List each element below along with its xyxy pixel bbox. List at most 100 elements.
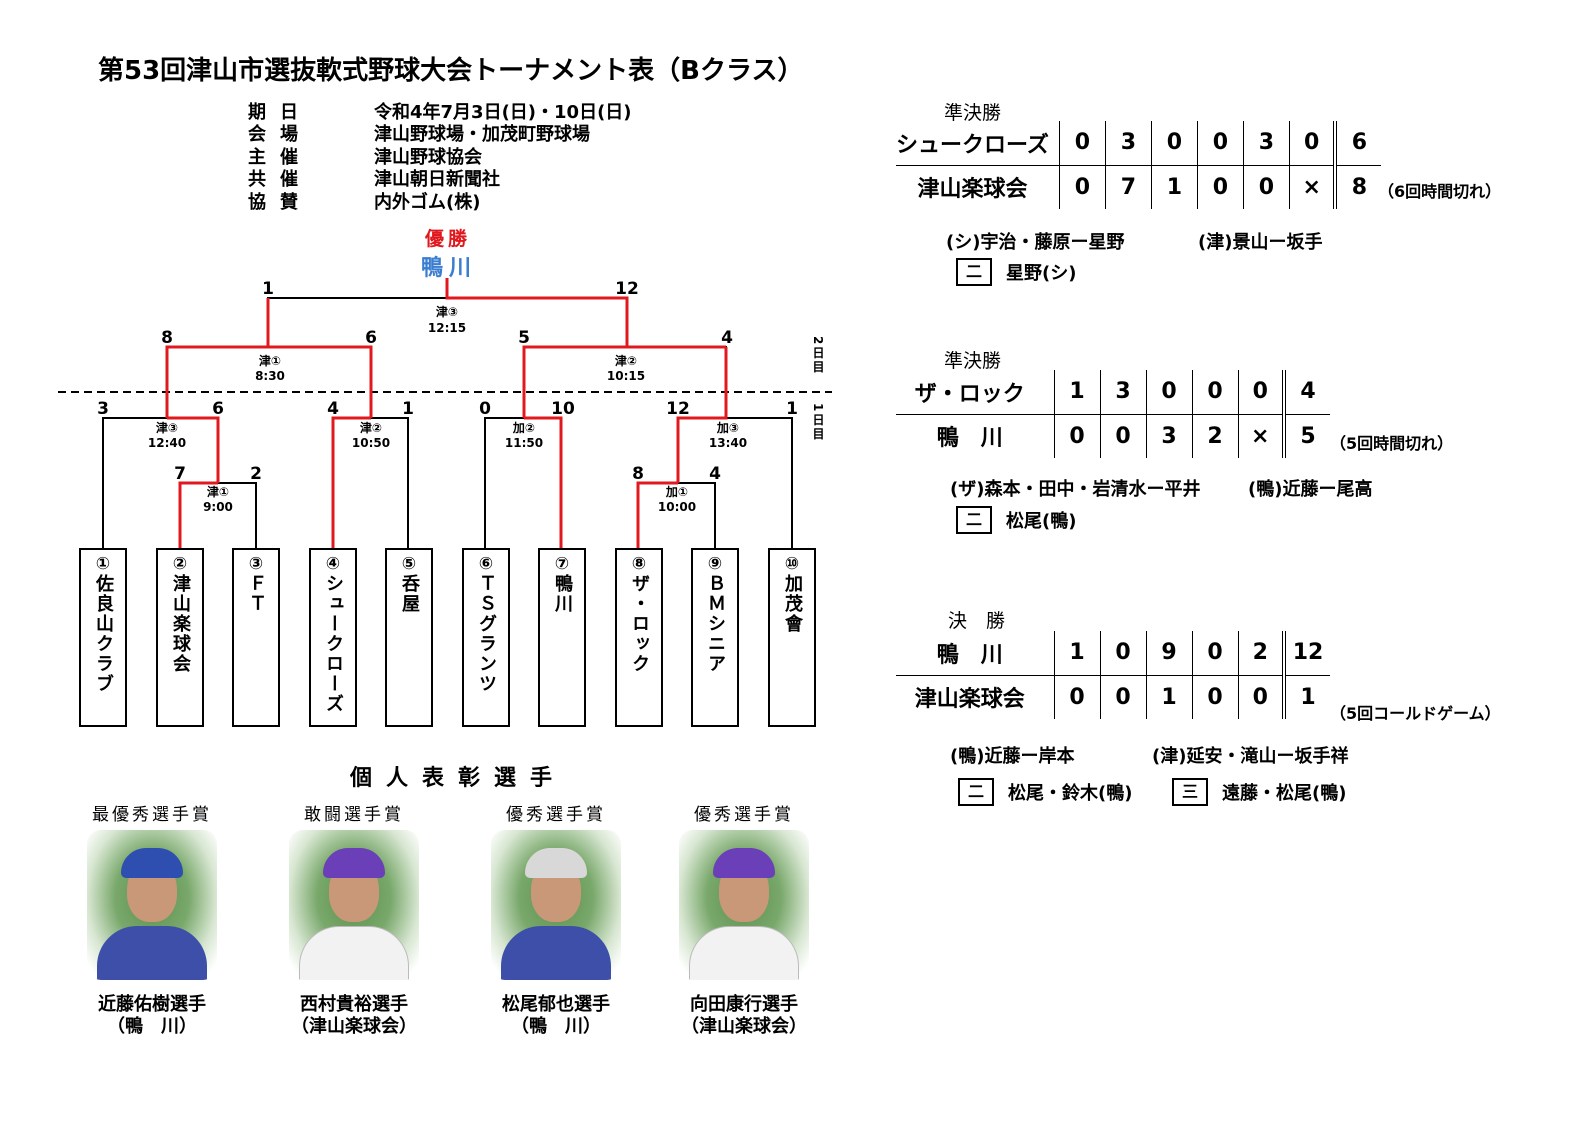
- double-icon: 二: [958, 778, 994, 806]
- game3-label: 決 勝: [948, 610, 1006, 632]
- venue-qf1: 津③: [156, 420, 178, 435]
- team-box-1: ① 佐良山クラブ: [79, 548, 127, 727]
- game3-pitchers-left: (鴨)近藤ー岸本: [950, 746, 1075, 767]
- game2-label: 準決勝: [944, 350, 1002, 372]
- game1-hits: 二星野(シ): [956, 258, 1076, 286]
- score-sf2-left: 5: [518, 328, 530, 348]
- award-card-3: 優秀選手賞 松尾郁也選手 （鴨 川）: [466, 800, 646, 1038]
- team-seed: ⑥: [478, 554, 494, 574]
- line-r1b-right: [678, 482, 716, 548]
- line-qf2-right: [371, 417, 409, 548]
- game3-hits-double: 二松尾・鈴木(鴨): [958, 778, 1132, 806]
- inning-cell: 0: [1237, 675, 1284, 719]
- inning-cell: 1: [1145, 675, 1192, 719]
- award-title: 優秀選手賞: [694, 805, 794, 825]
- award-player-name: 向田康行選手: [690, 994, 798, 1015]
- awards-heading: 個人表彰選手: [350, 765, 567, 791]
- venue-r1a: 津①: [207, 484, 229, 499]
- total-cell: 1: [1282, 675, 1330, 719]
- team-name: ザ・ロック: [629, 574, 650, 674]
- inning-cell: 0: [1058, 121, 1106, 166]
- hit-players: 松尾(鴨): [1006, 511, 1077, 532]
- award-title: 優秀選手賞: [506, 805, 606, 825]
- line-qf1-left: [102, 417, 167, 548]
- team-name: 佐良山クラブ: [93, 574, 114, 694]
- venue-final: 津③: [436, 304, 458, 319]
- inning-cell: 0: [1099, 631, 1146, 676]
- page-title: 第53回津山市選抜軟式野球大会トーナメント表（Bクラス）: [98, 56, 804, 86]
- award-player-name: 松尾郁也選手: [502, 994, 610, 1015]
- total-cell: 12: [1282, 631, 1330, 676]
- info-value-venue: 津山野球場・加茂町野球場: [374, 124, 590, 145]
- team-box-7: ⑦ 鴨川: [538, 548, 586, 727]
- score-qf4-right: 1: [786, 399, 798, 419]
- info-value-cohost: 津山朝日新聞社: [374, 169, 500, 190]
- line-qf2: [331, 416, 371, 548]
- game2-note: （5回時間切れ）: [1330, 434, 1454, 453]
- score-sf1-left: 8: [161, 328, 173, 348]
- venue-sf2: 津②: [615, 353, 637, 368]
- inning-cell: 0: [1150, 121, 1198, 166]
- inning-cell: 0: [1288, 121, 1336, 166]
- team-box-6: ⑥ ＴＳグランツ: [462, 548, 510, 727]
- inning-cell: 0: [1191, 631, 1238, 676]
- score-sf1-right: 6: [365, 328, 377, 348]
- line-qf1: [167, 416, 220, 483]
- hit-players: 遠藤・松尾(鴨): [1222, 783, 1347, 804]
- venue-sf1: 津①: [259, 353, 281, 368]
- team-box-9: ⑨ ＢＭシニア: [691, 548, 739, 727]
- award-player-team: （津山楽球会）: [681, 1016, 807, 1037]
- inning-cell: 1: [1053, 370, 1100, 415]
- inning-cell: ×: [1237, 414, 1284, 458]
- inning-cell: 0: [1242, 165, 1290, 209]
- inning-cell: 0: [1191, 370, 1238, 415]
- total-cell: 5: [1282, 414, 1330, 458]
- champion-name: 鴨川: [420, 256, 477, 281]
- time-sf2: 10:15: [607, 369, 645, 383]
- time-sf1: 8:30: [255, 369, 285, 383]
- score-r1b-right: 4: [709, 464, 721, 484]
- team-name: 加茂會: [782, 574, 803, 634]
- score-qf3-left: 0: [479, 399, 491, 419]
- score-qf2-right: 1: [402, 399, 414, 419]
- time-r1b: 10:00: [658, 500, 696, 514]
- team-box-10: ⑩ 加茂會: [768, 548, 816, 727]
- info-value-organizer: 津山野球協会: [374, 147, 482, 168]
- line-r1b: [636, 481, 678, 548]
- inning-cell: 9: [1145, 631, 1192, 676]
- team-cell: 津山楽球会: [917, 177, 1028, 203]
- venue-qf2: 津②: [360, 420, 382, 435]
- team-seed: ⑩: [784, 554, 800, 574]
- line-r1a-right: [218, 482, 257, 548]
- award-player-team: （鴨 川）: [107, 1016, 197, 1037]
- score-r1a-left: 7: [174, 464, 186, 484]
- time-qf2: 10:50: [352, 436, 390, 450]
- award-title: 最優秀選手賞: [92, 805, 212, 825]
- team-cell: 津山楽球会: [914, 687, 1025, 713]
- team-seed: ⑦: [554, 554, 570, 574]
- team-seed: ④: [325, 554, 341, 574]
- inning-cell: 2: [1237, 631, 1284, 676]
- inning-cell: ×: [1288, 165, 1336, 209]
- scoreboard-row: 鴨 川 1 0 9 0 2 12: [896, 631, 1330, 676]
- scoreboard-row: 津山楽球会 0 0 1 0 0 1: [896, 675, 1330, 719]
- line-sf2: [522, 345, 726, 418]
- award-player-team: （津山楽球会）: [291, 1016, 417, 1037]
- team-cell: 鴨 川: [896, 631, 1054, 676]
- line-r1a: [178, 481, 218, 548]
- inning-cell: 3: [1242, 121, 1290, 166]
- award-card-2: 敢闘選手賞 西村貴裕選手 （津山楽球会）: [264, 800, 444, 1038]
- inning-cell: 0: [1237, 370, 1284, 415]
- score-qf4-left: 12: [666, 399, 690, 419]
- time-final: 12:15: [428, 321, 466, 335]
- team-seed: ⑨: [707, 554, 723, 574]
- team-seed: ②: [172, 554, 188, 574]
- scoreboard-row: 津山楽球会 0 7 1 0 0 × 8: [896, 165, 1382, 209]
- scoreboard-row: 鴨 川 0 0 3 2 × 5: [896, 414, 1330, 458]
- game1-scoreboard: シュークローズ 0 3 0 0 3 0 6 津山楽球会 0 7 1 0 0 × …: [896, 121, 1382, 209]
- score-qf1-left: 3: [97, 399, 109, 419]
- team-name: 呑屋: [399, 574, 420, 614]
- game2-pitchers-right: (鴨)近藤ー尾高: [1248, 479, 1373, 500]
- game2-pitchers-left: (ザ)森本・田中・岩清水ー平井: [950, 479, 1201, 500]
- score-qf3-right: 10: [551, 399, 575, 419]
